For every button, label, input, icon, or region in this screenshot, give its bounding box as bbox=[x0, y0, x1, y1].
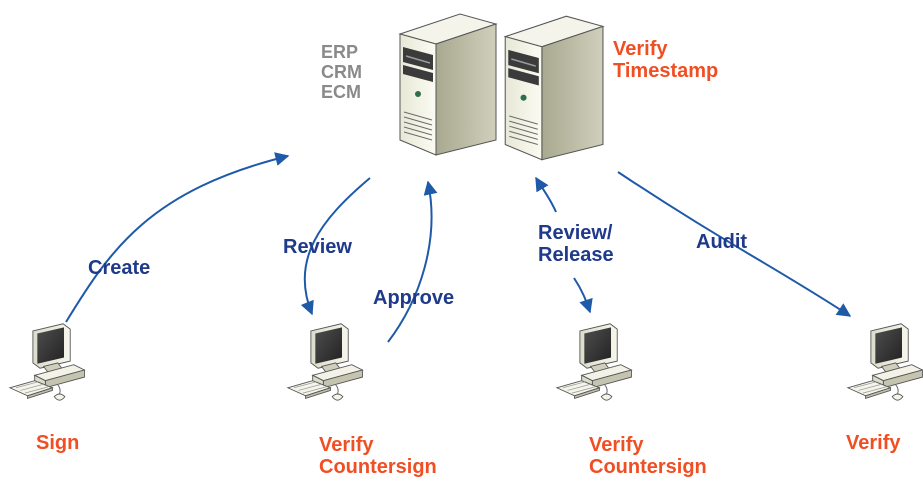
sign-label: Sign bbox=[36, 432, 80, 454]
verify-countersign-label-1: Verify Countersign bbox=[319, 434, 437, 479]
erp-server-icon bbox=[399, 13, 497, 156]
verify-countersign-label-2: Verify Countersign bbox=[589, 434, 707, 479]
create-label: Create bbox=[88, 257, 151, 279]
sign-workstation-icon bbox=[9, 323, 85, 401]
approve-label: Approve bbox=[373, 287, 455, 309]
releaser-workstation-icon bbox=[556, 323, 632, 401]
system-erp: ERP bbox=[321, 42, 359, 62]
timestamp-server-icon bbox=[504, 15, 604, 161]
auditor-workstation-icon bbox=[847, 323, 923, 401]
verify-label: Verify bbox=[846, 432, 901, 454]
review-release-label: Review/ Release bbox=[538, 222, 614, 267]
review-label: Review bbox=[283, 236, 352, 258]
verify-timestamp-label: Verify Timestamp bbox=[613, 38, 719, 83]
review-arrow bbox=[300, 177, 371, 316]
release-down-arrow bbox=[573, 277, 593, 314]
system-ecm: ECM bbox=[321, 82, 361, 103]
system-crm: CRM bbox=[321, 62, 362, 83]
approver-workstation-icon bbox=[287, 323, 363, 401]
audit-label: Audit bbox=[696, 231, 748, 253]
approve-arrow bbox=[387, 180, 438, 343]
create-arrow bbox=[65, 152, 290, 323]
audit-arrow bbox=[617, 171, 852, 317]
system-list: ERP CRM ECM bbox=[321, 42, 362, 102]
release-up-arrow bbox=[535, 176, 557, 213]
